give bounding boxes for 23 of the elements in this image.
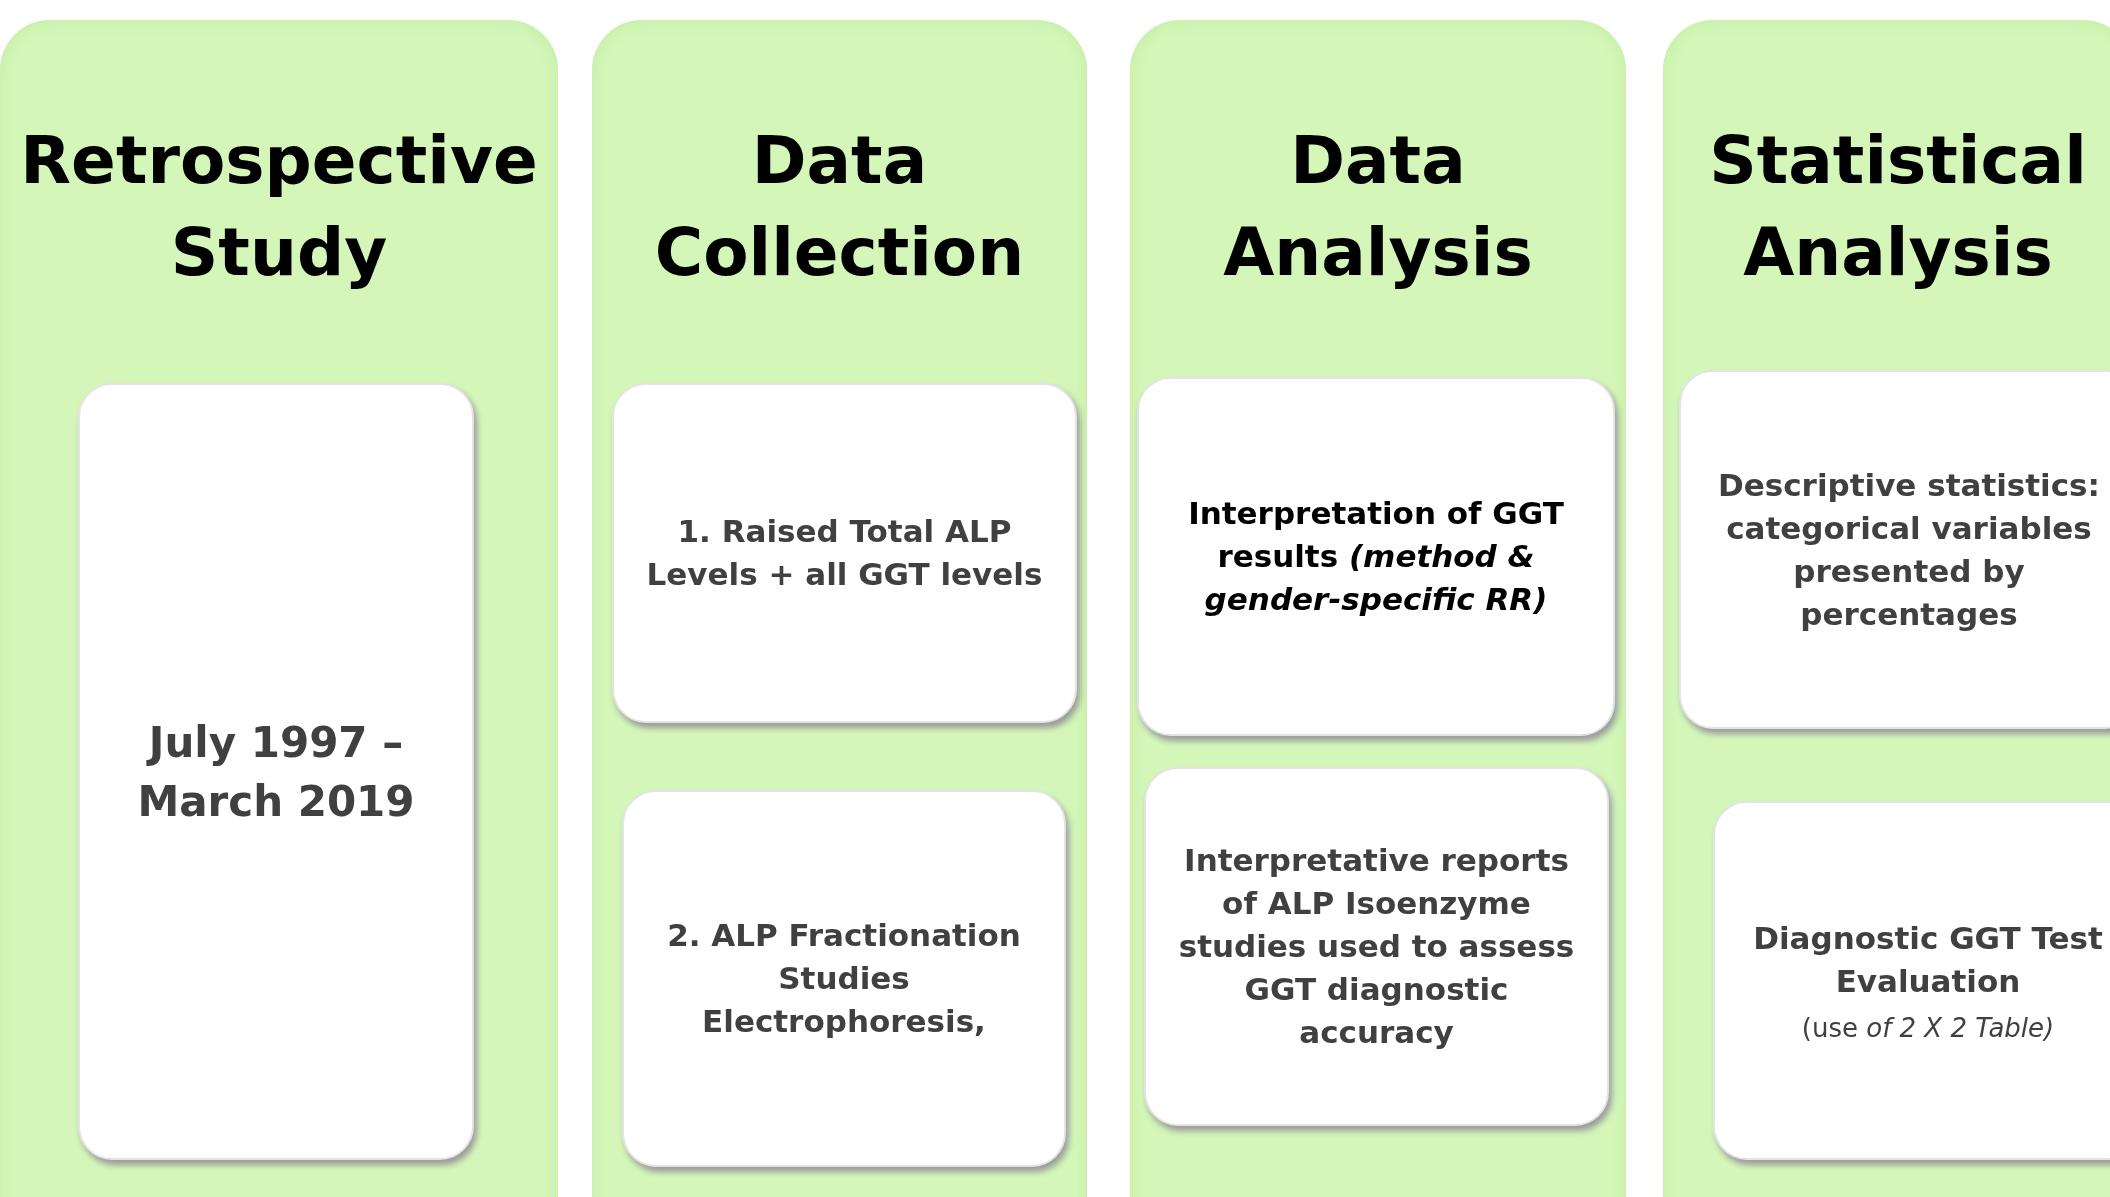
- column-heading: Retrospective Study: [19, 121, 539, 293]
- step-card: [1144, 767, 1609, 1126]
- step-card: [1137, 377, 1615, 736]
- step-card: [1713, 801, 2110, 1160]
- column-heading: Statistical Analysis: [1708, 121, 2088, 293]
- column-heading: Data Analysis: [1222, 121, 1534, 293]
- phase-column: [592, 20, 1087, 1197]
- step-card: [78, 383, 474, 1160]
- step-card: [622, 790, 1066, 1167]
- step-card: [1679, 370, 2110, 729]
- card-text: 2. ALP Fractionation Studies Electrophoresis,: [666, 916, 1022, 1041]
- card-text: 1. Raised Total ALP Levels + all GGT levels: [645, 512, 1044, 594]
- phase-column: [1130, 20, 1626, 1197]
- column-heading: Data Collection: [653, 121, 1026, 293]
- card-text: Interpretative reports of ALP Isoenzyme studies used to assess GGT diagnostic accuracy: [1177, 841, 1576, 1052]
- phase-column: [1663, 20, 2110, 1197]
- phase-column: [0, 20, 558, 1197]
- note-text: (use of 2 X 2 Table): [1801, 1011, 2055, 1045]
- card-text: July 1997 – March 2019: [136, 716, 416, 828]
- step-card: [612, 383, 1077, 723]
- card-text: Descriptive statistics: categorical variables presented by percentages: [1717, 465, 2101, 634]
- card-text: Diagnostic GGT Test Evaluation: [1752, 918, 2104, 1001]
- card-text: Interpretation of GGT results (method & gender-specific RR): [1187, 494, 1565, 619]
